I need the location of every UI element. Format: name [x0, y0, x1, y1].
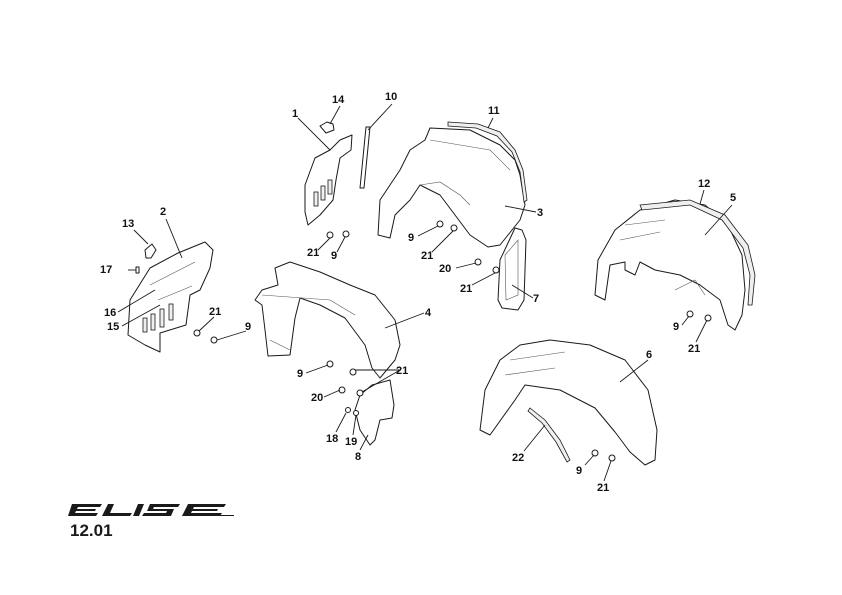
callout-15: 15: [107, 321, 119, 333]
callout-20b: 20: [311, 392, 323, 404]
callout-21e: 21: [396, 365, 408, 377]
callout-21b: 21: [307, 247, 319, 259]
callout-9f: 9: [576, 465, 582, 477]
callout-17: 17: [100, 264, 112, 276]
elise-logo: ELISE: [68, 504, 234, 516]
section-number: 12.01: [70, 521, 113, 540]
callout-9b: 9: [331, 250, 337, 262]
callout-12: 12: [698, 178, 710, 190]
callout-8: 8: [355, 451, 361, 463]
callout-21c: 21: [421, 250, 433, 262]
part-4-liner[interactable]: [254, 261, 401, 379]
part-2-panel[interactable]: [127, 241, 214, 353]
callout-9c: 9: [408, 232, 414, 244]
callout-20a: 20: [439, 263, 451, 275]
callout-6: 6: [646, 349, 652, 361]
part-14-clip[interactable]: [319, 121, 335, 134]
callout-3: 3: [537, 207, 543, 219]
callout-9a: 9: [245, 321, 251, 333]
callout-21g: 21: [597, 482, 609, 494]
part-12-strip[interactable]: [639, 199, 756, 306]
fasteners: [193, 220, 712, 462]
part-6-liner[interactable]: [479, 339, 658, 466]
part-22-strip[interactable]: [527, 407, 571, 463]
callout-7: 7: [533, 293, 539, 305]
part-3-liner[interactable]: [377, 127, 526, 248]
callout-22: 22: [512, 452, 524, 464]
callout-11: 11: [488, 105, 500, 117]
callout-13: 13: [122, 218, 134, 230]
part-10-strip[interactable]: [359, 126, 371, 189]
part-1-panel[interactable]: [304, 134, 353, 226]
callout-18: 18: [326, 433, 338, 445]
callout-14: 14: [332, 94, 345, 106]
callout-9e: 9: [673, 321, 679, 333]
callout-1: 1: [292, 108, 298, 120]
callout-2: 2: [160, 206, 166, 218]
callout-16: 16: [104, 307, 116, 319]
callout-21d: 21: [460, 283, 472, 295]
callout-labels: 1 14 10 11 3 12 5 13 2 17 16 15 21 9 21 …: [100, 91, 736, 494]
callout-5: 5: [730, 192, 736, 204]
callout-19: 19: [345, 436, 357, 448]
callout-10: 10: [385, 91, 397, 103]
part-13-clip[interactable]: [144, 243, 157, 259]
callout-21a: 21: [209, 306, 221, 318]
part-17-pin[interactable]: [128, 266, 140, 274]
part-11-strip[interactable]: [447, 121, 528, 203]
callout-4: 4: [425, 307, 432, 319]
leader-lines: [117, 103, 733, 482]
part-8-mudflap[interactable]: [354, 379, 395, 446]
callout-21f: 21: [688, 343, 700, 355]
callout-9d: 9: [297, 368, 303, 380]
